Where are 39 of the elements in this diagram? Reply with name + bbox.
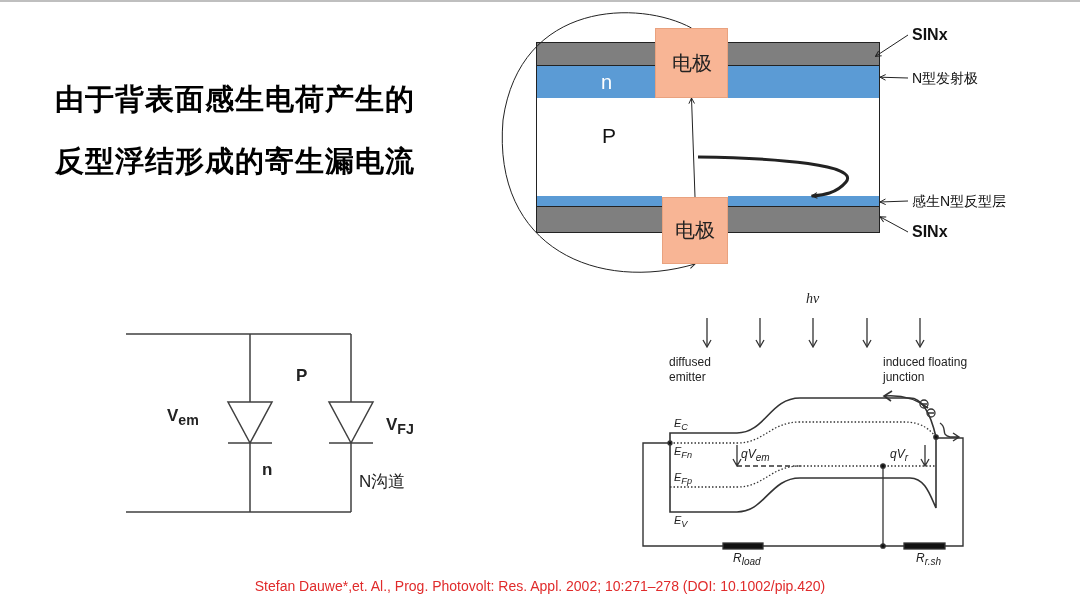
- passivation-layer: [536, 42, 655, 66]
- band-label: E$_{Fp}$: [674, 471, 693, 487]
- circuit-label: P: [296, 366, 308, 386]
- electrode-box: 电极: [662, 197, 728, 264]
- layer-label: N型发射极: [912, 67, 1032, 89]
- layer-label: SINx: [912, 221, 982, 243]
- arrow: [879, 216, 909, 233]
- resistor-label: R$_{r.sh}$: [916, 551, 941, 568]
- band-label: induced floating junction: [883, 355, 969, 385]
- resistor-label: R$_{load}$: [733, 551, 761, 568]
- emitter-layer: n: [536, 66, 655, 98]
- arrow: [502, 12, 696, 273]
- passivation-layer: [536, 206, 662, 233]
- layer-label: 感生N型反型层: [912, 190, 1047, 212]
- band-label: E$_{Fn}$: [674, 445, 693, 461]
- passivation-layer: [728, 206, 880, 233]
- photon-label: hν: [806, 291, 820, 307]
- band-label: E$_{C}$: [674, 417, 688, 433]
- arrow: [874, 34, 909, 57]
- region-label: P: [602, 122, 624, 150]
- arrow: [688, 97, 696, 198]
- circuit-label: N沟道: [359, 471, 406, 493]
- voltage-label: V$_{em}$: [167, 406, 199, 429]
- citation: Stefan Dauwe*,et. Al., Prog. Photovolt: Res. Appl. 2002; 10:271–278 (DOI: 10.1002/pip.420): [253, 578, 827, 594]
- emitter-layer: [728, 66, 880, 98]
- electrode-box: 电极: [655, 28, 728, 98]
- band-label: E$_{V}$: [674, 514, 688, 530]
- band-label: diffused emitter: [669, 355, 712, 385]
- voltage-label: V$_{FJ}$: [386, 415, 414, 438]
- inversion-layer: [728, 196, 880, 206]
- passivation-layer: [728, 42, 880, 66]
- circuit-label: n: [262, 460, 273, 480]
- arrow: [879, 74, 909, 81]
- band-label: qV$_{em}$: [741, 447, 770, 464]
- slide-title: 由于背表面感生电荷产生的反型浮结形成的寄生漏电流: [55, 82, 416, 179]
- band-label: qV$_{r}$: [890, 447, 909, 464]
- layer-label: SINx: [912, 24, 982, 46]
- inversion-layer: [536, 196, 662, 206]
- arrow: [697, 155, 849, 199]
